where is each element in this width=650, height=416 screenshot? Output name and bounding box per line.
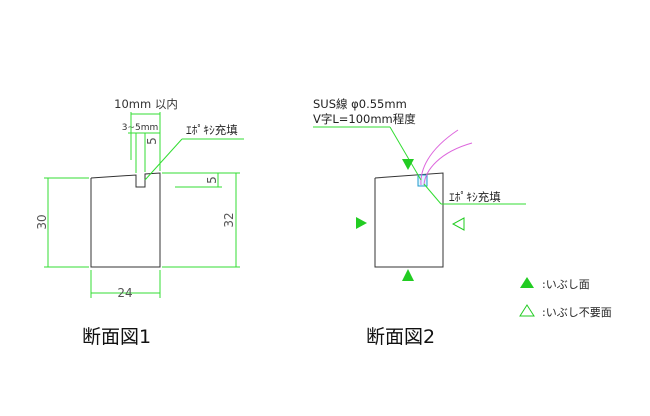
legend: :いぶし面 :いぶし不要面 — [519, 277, 612, 319]
legend-filled-icon — [520, 277, 534, 288]
marker-bottom-filled — [402, 269, 414, 281]
dimension-slot-width: 5 3~5mm — [122, 123, 160, 173]
section-2: SUS線 φ0.55mm V字L=100mm程度 ｴﾎﾟｷｼ充填 断面図2 — [313, 97, 526, 348]
section-2-outline — [374, 172, 444, 268]
note-within-10mm: 10mm 以内 — [114, 97, 178, 111]
note-epoxy-2: ｴﾎﾟｷｼ充填 — [449, 190, 501, 204]
dimension-height-30: 30 — [35, 177, 89, 268]
marker-left-filled — [356, 217, 367, 229]
note-vshape: V字L=100mm程度 — [313, 112, 416, 126]
legend-filled-label: :いぶし面 — [542, 278, 590, 291]
dim-height-left-label: 30 — [35, 214, 49, 229]
wire-leader: SUS線 φ0.55mm V字L=100mm程度 — [313, 97, 422, 181]
sus-wire-left — [420, 129, 459, 186]
epoxy-leader-2: ｴﾎﾟｷｼ充填 — [423, 183, 526, 205]
marker-right-outline — [451, 217, 465, 231]
dim-slot-depth-label: 5 — [205, 176, 219, 184]
sus-wire-right — [423, 142, 473, 186]
dimension-slot-depth: 5 — [175, 173, 222, 188]
dimension-height-32: 32 — [162, 172, 240, 268]
note-epoxy-1: ｴﾎﾟｷｼ充填 — [186, 123, 238, 137]
dim-width-label: 24 — [117, 286, 132, 300]
section-1-outline — [90, 172, 161, 268]
note-range: 3~5mm — [122, 123, 159, 133]
section-1-title: 断面図1 — [82, 326, 151, 348]
dimension-width-24: 24 — [90, 270, 161, 300]
dim-height-right-label: 32 — [222, 212, 236, 227]
marker-top-filled — [402, 159, 414, 170]
note-wire: SUS線 φ0.55mm — [313, 97, 407, 111]
section-2-title: 断面図2 — [366, 326, 435, 348]
legend-outline-icon — [519, 304, 535, 317]
legend-outline-label: :いぶし不要面 — [542, 306, 612, 319]
dimension-within-10mm: 10mm 以内 — [114, 97, 178, 171]
dim-slot-width-label: 5 — [145, 137, 159, 145]
epoxy-leader-1: ｴﾎﾟｷｼ充填 — [144, 123, 244, 181]
section-1: 24 30 32 5 5 3~5mm — [35, 97, 244, 348]
epoxy-slot — [417, 174, 428, 187]
